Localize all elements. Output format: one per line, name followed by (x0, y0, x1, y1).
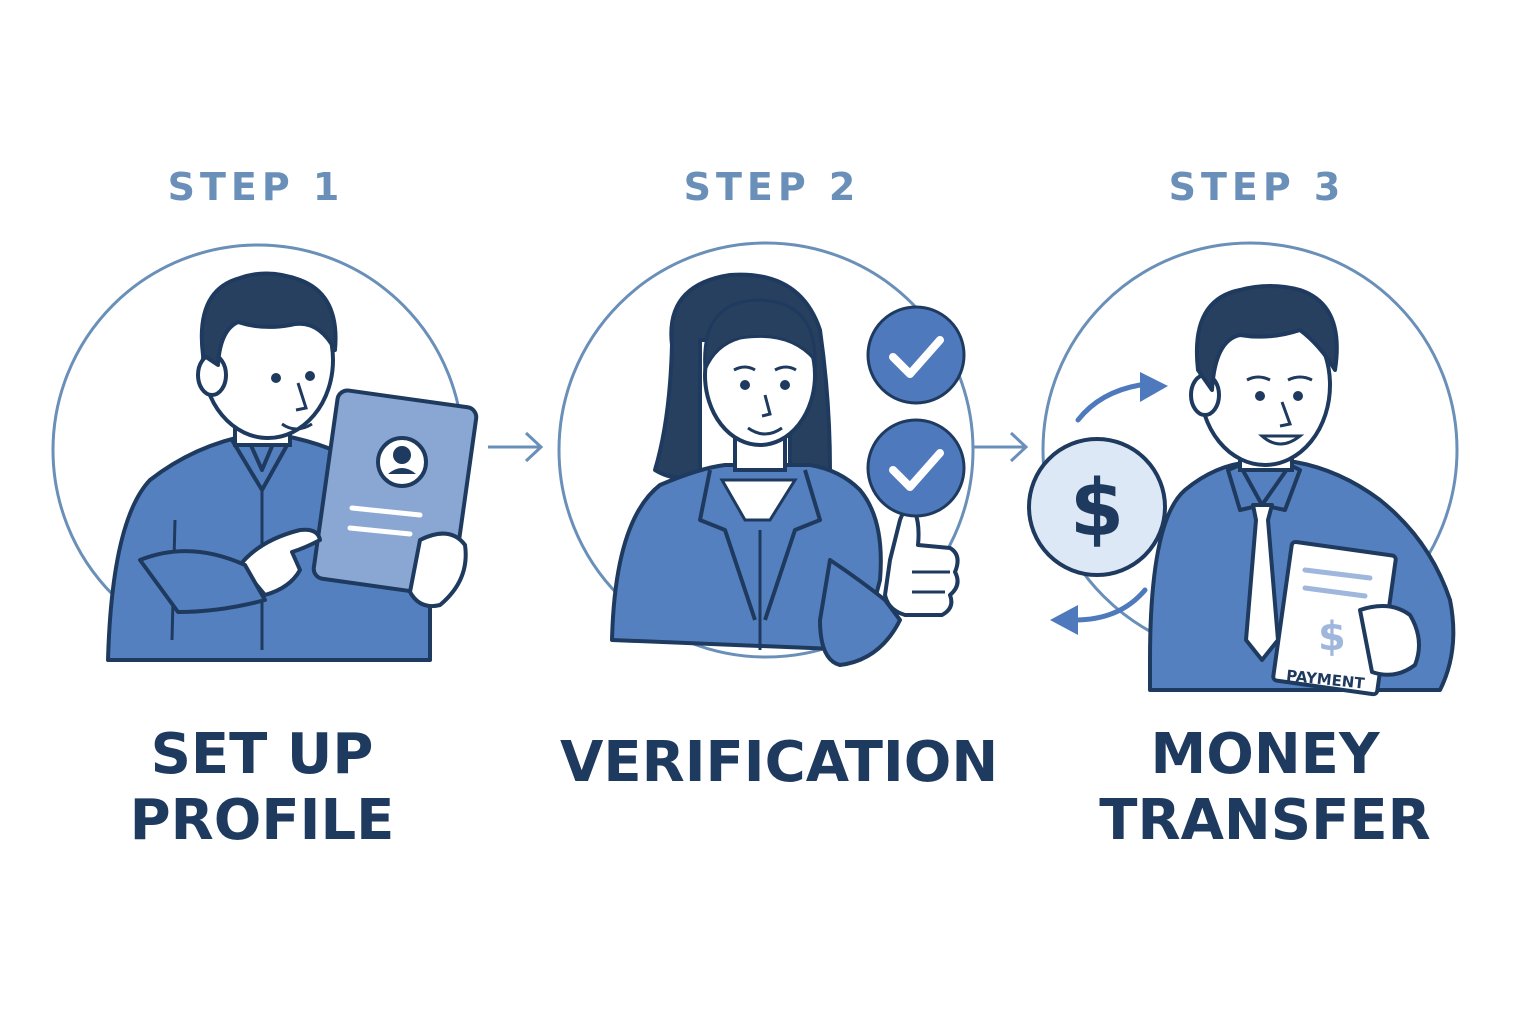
step-2-title: VERIFICATION (560, 730, 999, 796)
step-2-label: STEP 2 (683, 165, 861, 209)
man-2-hair (1195, 284, 1339, 392)
man-1-hair (199, 271, 338, 367)
checkmark-icon-2 (866, 418, 966, 518)
step-1-title-line-2: PROFILE (129, 788, 395, 853)
step-3-title: MONEY TRANSFER (1055, 722, 1475, 854)
step-3-illustration: $ PAYMENT $ (1027, 241, 1459, 697)
step-3-title-line-1: MONEY (1150, 722, 1380, 787)
step-1-title: SET UP PROFILE (52, 722, 472, 854)
exchange-arrows-icon (1050, 372, 1168, 635)
step-1-illustration (51, 243, 479, 662)
thumbs-up-hand (883, 507, 960, 617)
step-2-ring (557, 241, 975, 659)
checkmark-icon (866, 305, 966, 405)
arrow-step-1-to-2 (488, 431, 544, 463)
step-2-title-line-1: VERIFICATION (560, 730, 999, 795)
svg-text:$: $ (1070, 464, 1124, 554)
receipt-dollar-icon: $ (1318, 614, 1346, 660)
payment-receipt: $ PAYMENT (1271, 539, 1398, 697)
arrow-step-2-to-3 (972, 431, 1029, 463)
step-3-title-line-2: TRANSFER (1099, 788, 1431, 853)
step-2-illustration (557, 241, 975, 667)
step-3-label: STEP 3 (1168, 165, 1346, 209)
step-1-label: STEP 1 (167, 165, 345, 209)
woman-jacket (610, 463, 883, 652)
step-1-title-line-1: SET UP (150, 722, 374, 787)
dollar-coin-icon: $ (1027, 437, 1167, 577)
